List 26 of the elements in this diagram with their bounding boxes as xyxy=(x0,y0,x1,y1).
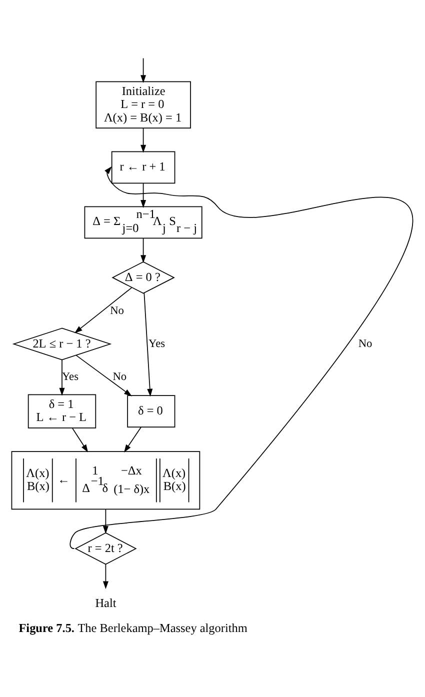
arrow xyxy=(102,509,108,534)
arrow xyxy=(140,128,146,153)
caption: Figure 7.5. The Berlekamp–Massey algorithm xyxy=(18,620,248,635)
arrow xyxy=(140,238,146,264)
node-text: Halt xyxy=(95,596,116,610)
edge-label: Yes xyxy=(148,338,166,350)
node-diamond: Δ = 0 ? xyxy=(112,261,175,294)
node-box: δ = 0 xyxy=(127,395,176,428)
arrow xyxy=(59,359,65,396)
edge-label: No xyxy=(112,371,127,384)
arrow xyxy=(76,354,132,396)
arrow xyxy=(72,428,88,452)
node-box: δ = 1 L ← r − L xyxy=(28,394,96,428)
edge-label: No xyxy=(110,304,124,317)
arrow xyxy=(70,166,413,550)
node-diamond: r = 2t ? xyxy=(74,532,137,565)
arrow xyxy=(74,287,132,334)
arrow xyxy=(102,564,108,590)
arrow xyxy=(140,182,146,208)
node-diamond: 2L ≤ r − 1 ? xyxy=(12,328,112,360)
node-box: r ← r + 1 xyxy=(111,151,176,184)
arrow xyxy=(140,58,146,83)
arrow xyxy=(144,292,153,397)
node-box: Initialize L = r = 0 Λ(x) = B(x) = 1 xyxy=(96,81,191,128)
arrow xyxy=(124,426,142,452)
edge-label: No xyxy=(358,338,372,350)
